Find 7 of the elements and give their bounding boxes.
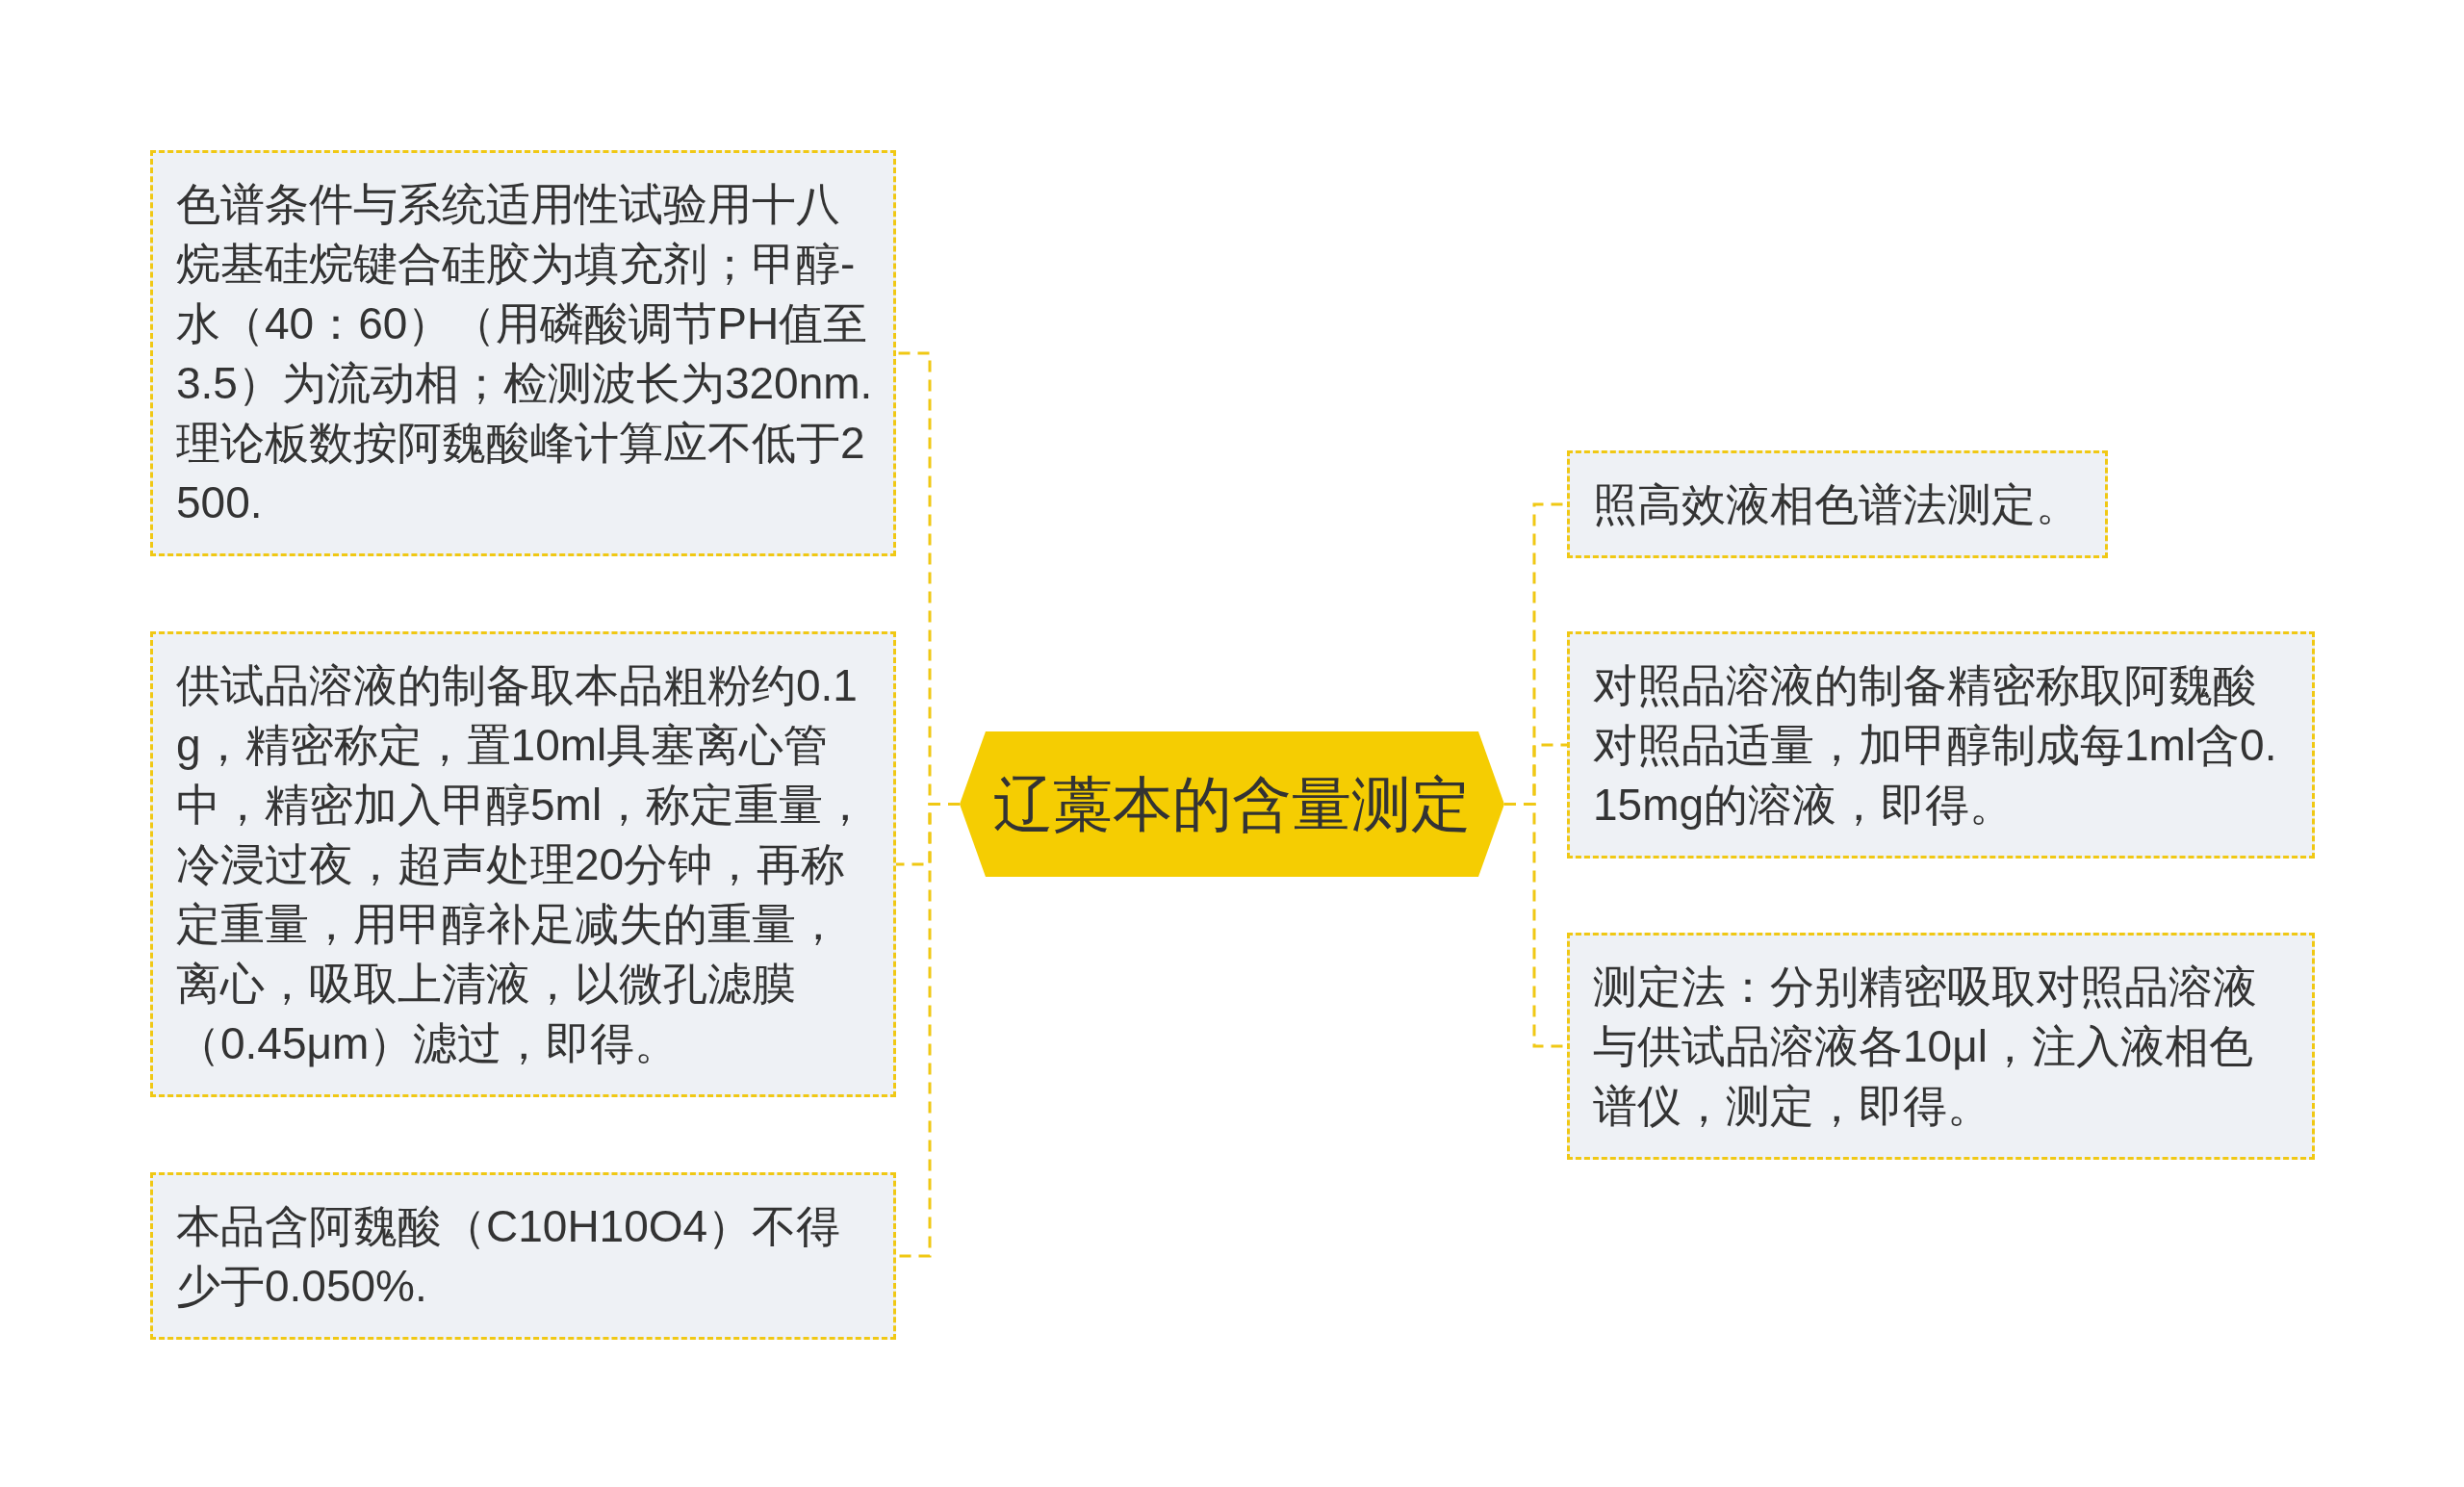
text-box: 测定法：分别精密吸取对照品溶液与供试品溶液各10μl，注入液相色谱仪，测定，即得。 bbox=[1567, 933, 2315, 1160]
text-box: 对照品溶液的制备精密称取阿魏酸对照品适量，加甲醇制成每1ml含0.15mg的溶液，即得。 bbox=[1567, 631, 2315, 859]
text-box: 本品含阿魏酸（C10H10O4）不得少于0.050%. bbox=[150, 1172, 896, 1340]
text-box: 照高效液相色谱法测定。 bbox=[1567, 450, 2108, 558]
topic-hexagon: 辽藁本的含量测定 bbox=[960, 731, 1504, 877]
text-box: 色谱条件与系统适用性试验用十八烷基硅烷键合硅胶为填充剂；甲醇-水（40：60）（用磷酸调节PH值至3.5）为流动相；检测波长为320nm.理论板数按阿魏酸峰计算应不低于2500. bbox=[150, 150, 896, 556]
text-box: 供试品溶液的制备取本品粗粉约0.1g，精密称定，置10ml具塞离心管中，精密加入甲醇5ml，称定重量，冷浸过夜，超声处理20分钟，再称定重量，用甲醇补足减失的重量，离心，吸取上清液，以微孔滤膜（0.45μm）滤过，即得。 bbox=[150, 631, 896, 1097]
